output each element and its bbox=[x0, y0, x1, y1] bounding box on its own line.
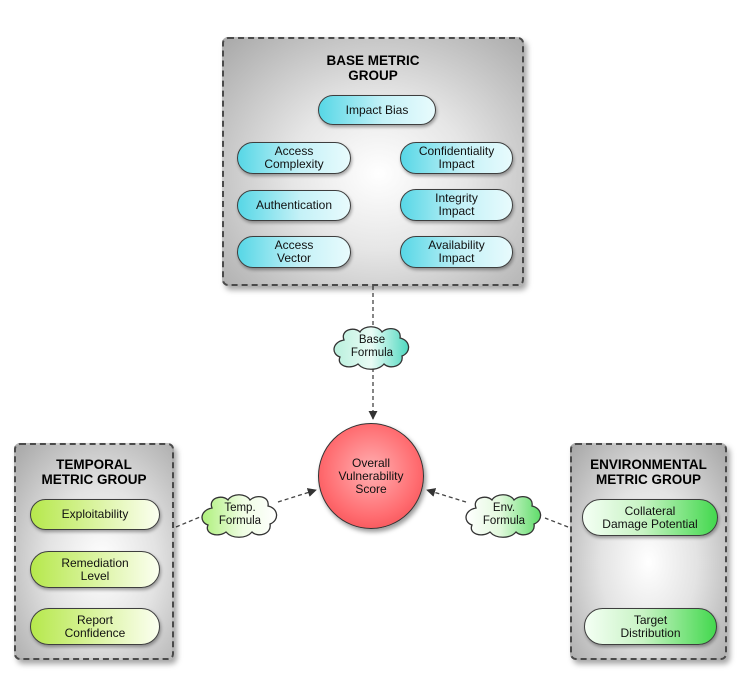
availability-impact-metric: Availability Impact bbox=[400, 236, 513, 268]
env-formula-to-score-arrow bbox=[426, 488, 467, 503]
temp-formula-to-score-arrow bbox=[277, 488, 317, 503]
access-vector-metric: Access Vector bbox=[237, 236, 351, 268]
exploitability-metric: Exploitability bbox=[30, 499, 160, 530]
temporal-group-title: TEMPORAL METRIC GROUP bbox=[41, 457, 147, 487]
cloud-shape-icon bbox=[333, 326, 410, 370]
temp-formula-label: Temp. Formula bbox=[218, 502, 262, 527]
temporal-to-formula-connector bbox=[175, 516, 201, 528]
base-formula-label: Base Formula bbox=[350, 334, 394, 359]
confidentiality-impact-metric: Confidentiality Impact bbox=[400, 142, 513, 174]
impact-bias-metric: Impact Bias bbox=[318, 95, 436, 125]
base-group-title: BASE METRIC GROUP bbox=[326, 53, 420, 83]
base-metric-group: BASE METRIC GROUP Impact Bias Access Com… bbox=[222, 37, 524, 286]
remediation-level-metric: Remediation Level bbox=[30, 551, 160, 588]
env-formula-cloud: Env. Formula bbox=[462, 492, 546, 538]
integrity-impact-metric: Integrity Impact bbox=[400, 189, 513, 221]
env-formula-label: Env. Formula bbox=[482, 502, 526, 527]
access-complexity-metric: Access Complexity bbox=[237, 142, 351, 174]
base-formula-cloud: Base Formula bbox=[330, 324, 414, 370]
report-confidence-metric: Report Confidence bbox=[30, 608, 160, 645]
cloud-shape-icon bbox=[201, 494, 278, 538]
temp-formula-cloud: Temp. Formula bbox=[198, 492, 282, 538]
collateral-damage-potential-metric: Collateral Damage Potential bbox=[582, 499, 718, 536]
environmental-to-formula-connector bbox=[544, 517, 569, 528]
environmental-metric-group: ENVIRONMENTAL METRIC GROUP Collateral Da… bbox=[570, 443, 727, 660]
authentication-metric: Authentication bbox=[237, 190, 351, 221]
environmental-group-title: ENVIRONMENTAL METRIC GROUP bbox=[590, 457, 707, 487]
target-distribution-metric: Target Distribution bbox=[584, 608, 717, 645]
cloud-shape-icon bbox=[465, 494, 542, 538]
temporal-metric-group: TEMPORAL METRIC GROUP Exploitability Rem… bbox=[14, 443, 174, 660]
overall-vulnerability-score: Overall Vulnerability Score bbox=[318, 423, 424, 529]
